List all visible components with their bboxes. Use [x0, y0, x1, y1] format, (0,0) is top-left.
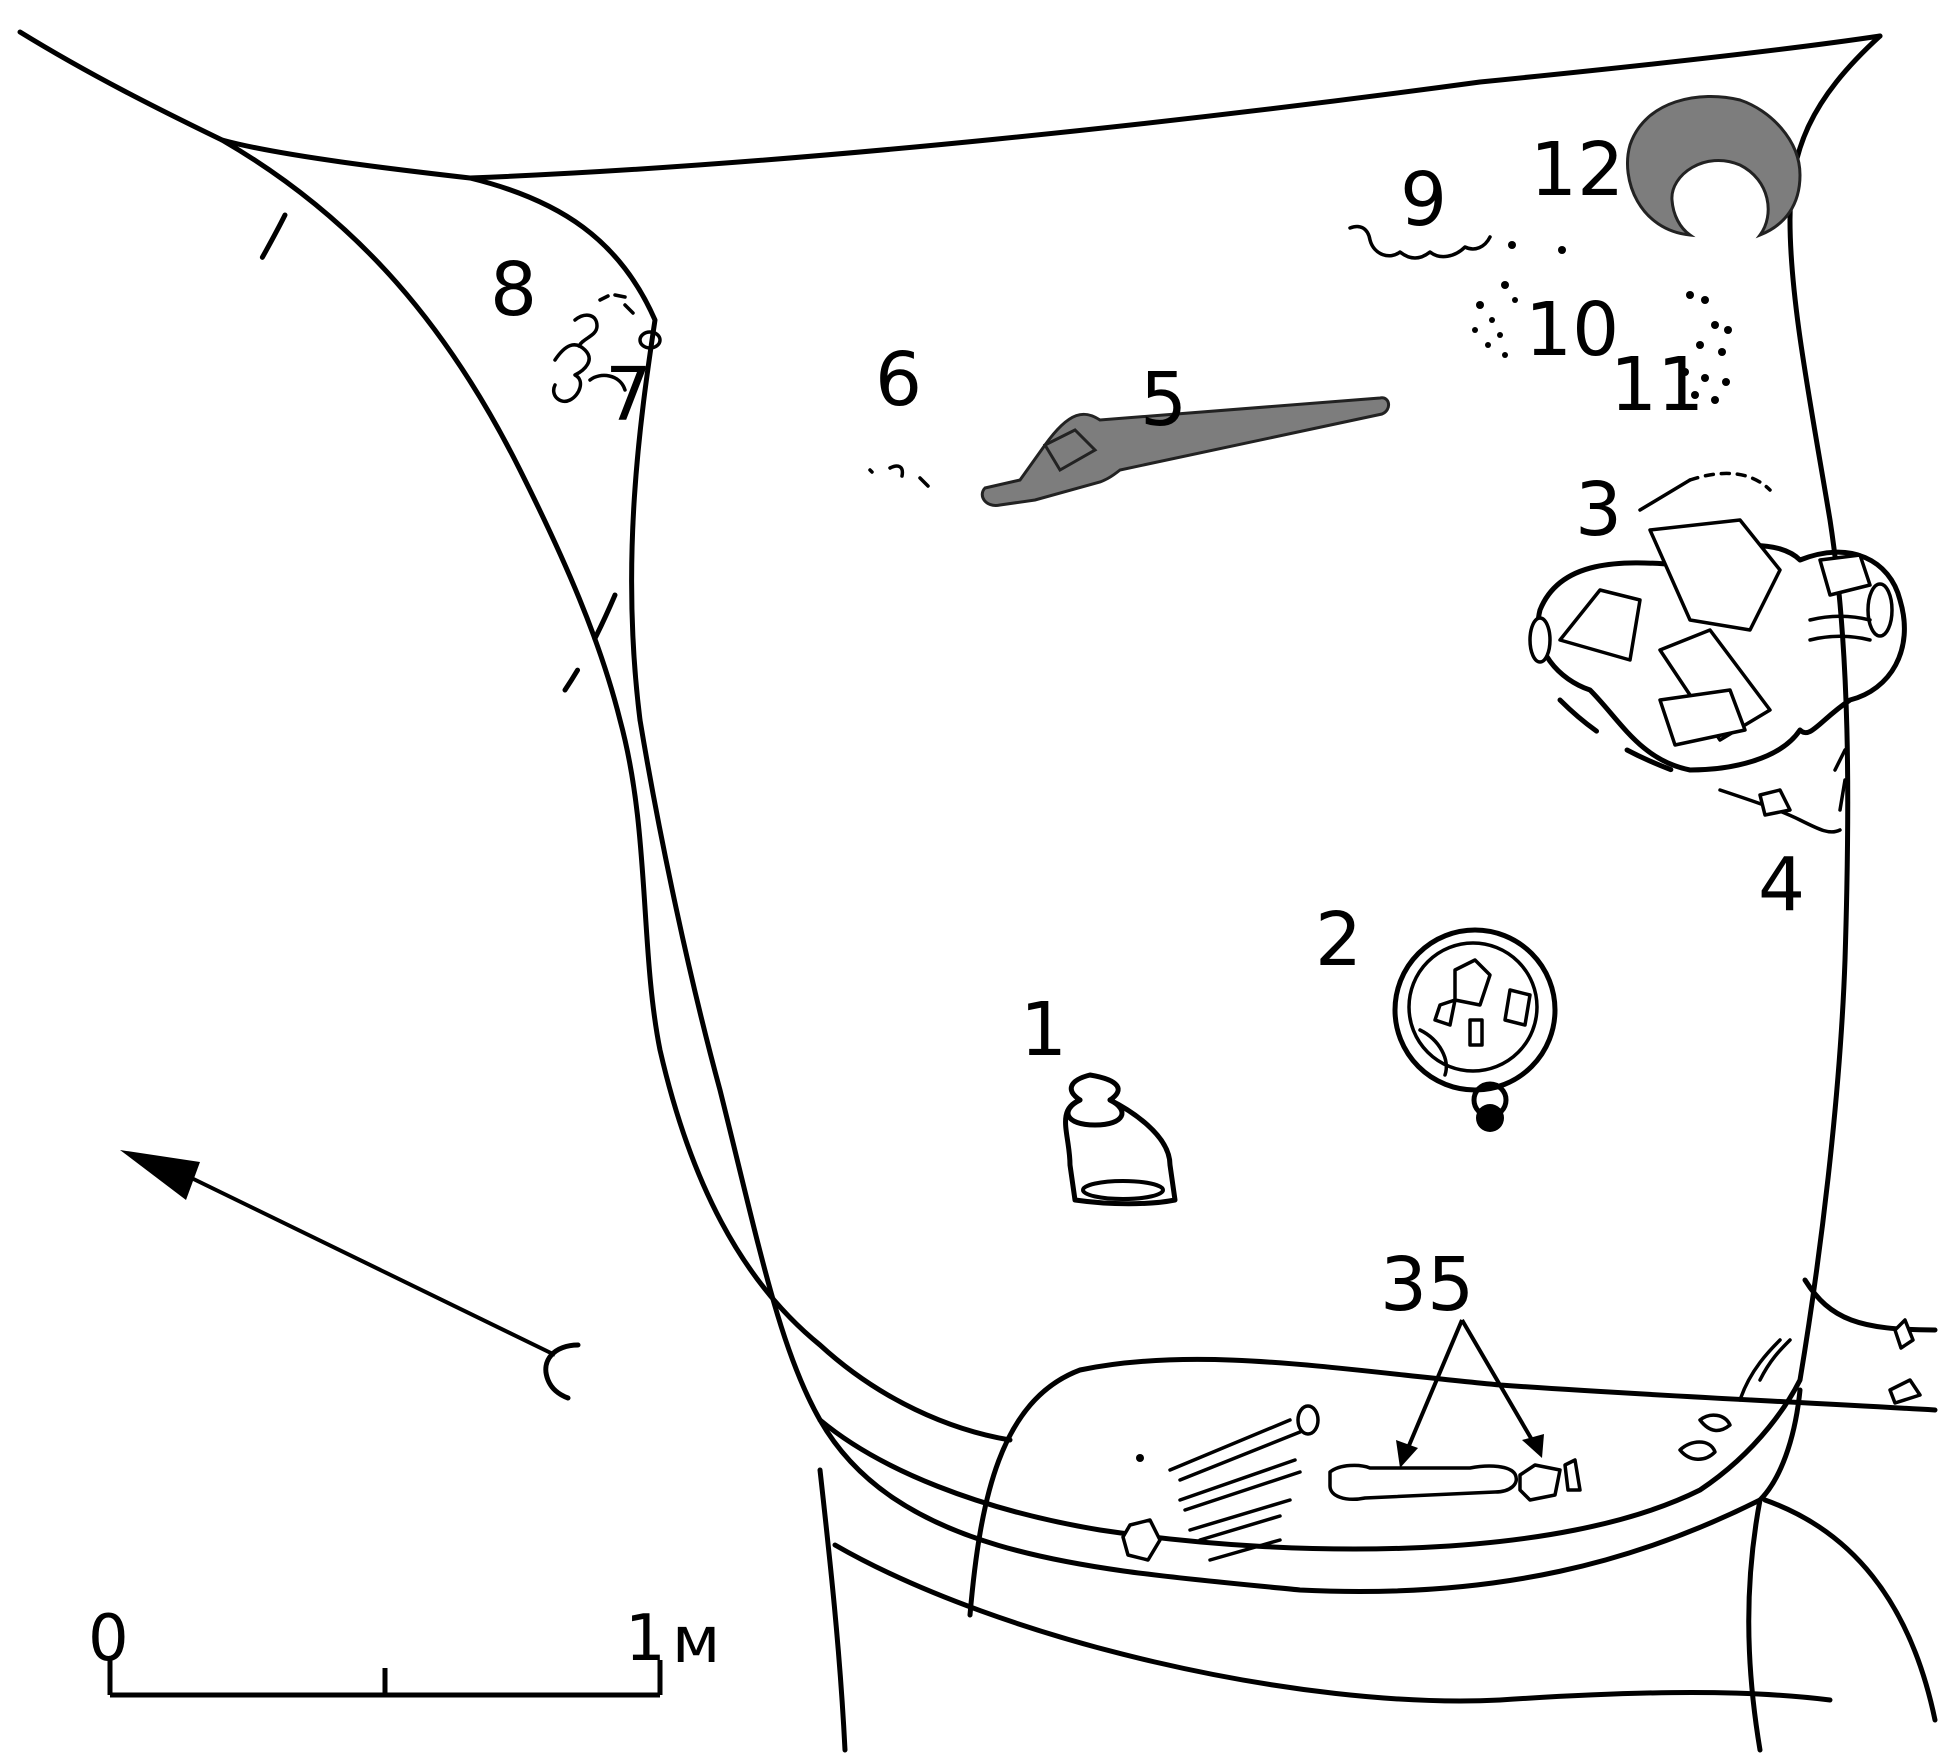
label-callout-35: 35	[1380, 1242, 1474, 1328]
label-find-5: 5	[1140, 357, 1187, 443]
main-pit-wall	[637, 33, 1883, 1552]
niche-skeletal-remains	[1121, 1318, 1922, 1562]
pit-outlines	[17, 29, 1938, 1753]
scale-end-label: 1	[625, 1602, 666, 1676]
label-find-12: 12	[1530, 127, 1624, 213]
rib-4	[1208, 1538, 1282, 1562]
dashed-boundary-lower	[562, 592, 618, 693]
find-2-mirror	[1392, 927, 1558, 1132]
scale-bar: 0 1 м	[88, 1602, 720, 1698]
label-find-6: 6	[875, 337, 922, 423]
niche-outline	[967, 1356, 1938, 1618]
outer-pit-top-edge	[17, 29, 1883, 181]
lower-shaft-left	[817, 1467, 848, 1753]
long-bone	[1328, 1463, 1518, 1501]
callout-35-arrows	[1396, 1318, 1544, 1468]
find-7-8-fragments	[552, 293, 662, 403]
find-5-sword	[980, 396, 1390, 507]
label-find-9: 9	[1400, 157, 1447, 243]
label-find-2: 2	[1315, 897, 1362, 983]
lower-shaft-right	[1746, 1497, 1763, 1753]
lower-shaft-curve	[832, 1542, 1833, 1704]
find-1-vessel	[1063, 1072, 1178, 1207]
right-lower-arc	[1762, 1497, 1938, 1723]
label-find-3: 3	[1575, 467, 1622, 553]
scale-unit-label: м	[672, 1604, 720, 1678]
label-find-11: 11	[1610, 342, 1704, 428]
inner-step-outline	[467, 175, 658, 723]
niche-floor-line	[817, 1387, 1803, 1595]
find-10-beads	[1472, 241, 1566, 358]
scale-start-label: 0	[88, 1602, 129, 1676]
label-find-10: 10	[1525, 287, 1619, 373]
find-6-fragments	[868, 464, 930, 488]
dashed-boundary-upper	[245, 212, 288, 288]
find-12-crescent-ornament	[1626, 94, 1802, 239]
right-edge-shelf	[1802, 1277, 1938, 1333]
rib-3	[1188, 1498, 1292, 1542]
label-find-1: 1	[1020, 987, 1067, 1073]
north-arrow-icon	[120, 1150, 581, 1401]
find-11-beads	[1681, 291, 1732, 404]
find-9-fragments	[1348, 224, 1492, 260]
label-find-8: 8	[490, 247, 537, 333]
rib-2	[1178, 1458, 1302, 1512]
find-labels: 1 2 3 4 5 6 7 8 9 10 11 12 35	[490, 127, 1805, 1328]
find-4-fragments	[1557, 697, 1847, 834]
label-find-7: 7	[605, 352, 652, 438]
rib-1	[1168, 1418, 1302, 1482]
find-3-vessel-fragments	[1528, 471, 1907, 773]
label-find-4: 4	[1758, 842, 1805, 928]
left-wall-line	[219, 137, 1013, 1443]
